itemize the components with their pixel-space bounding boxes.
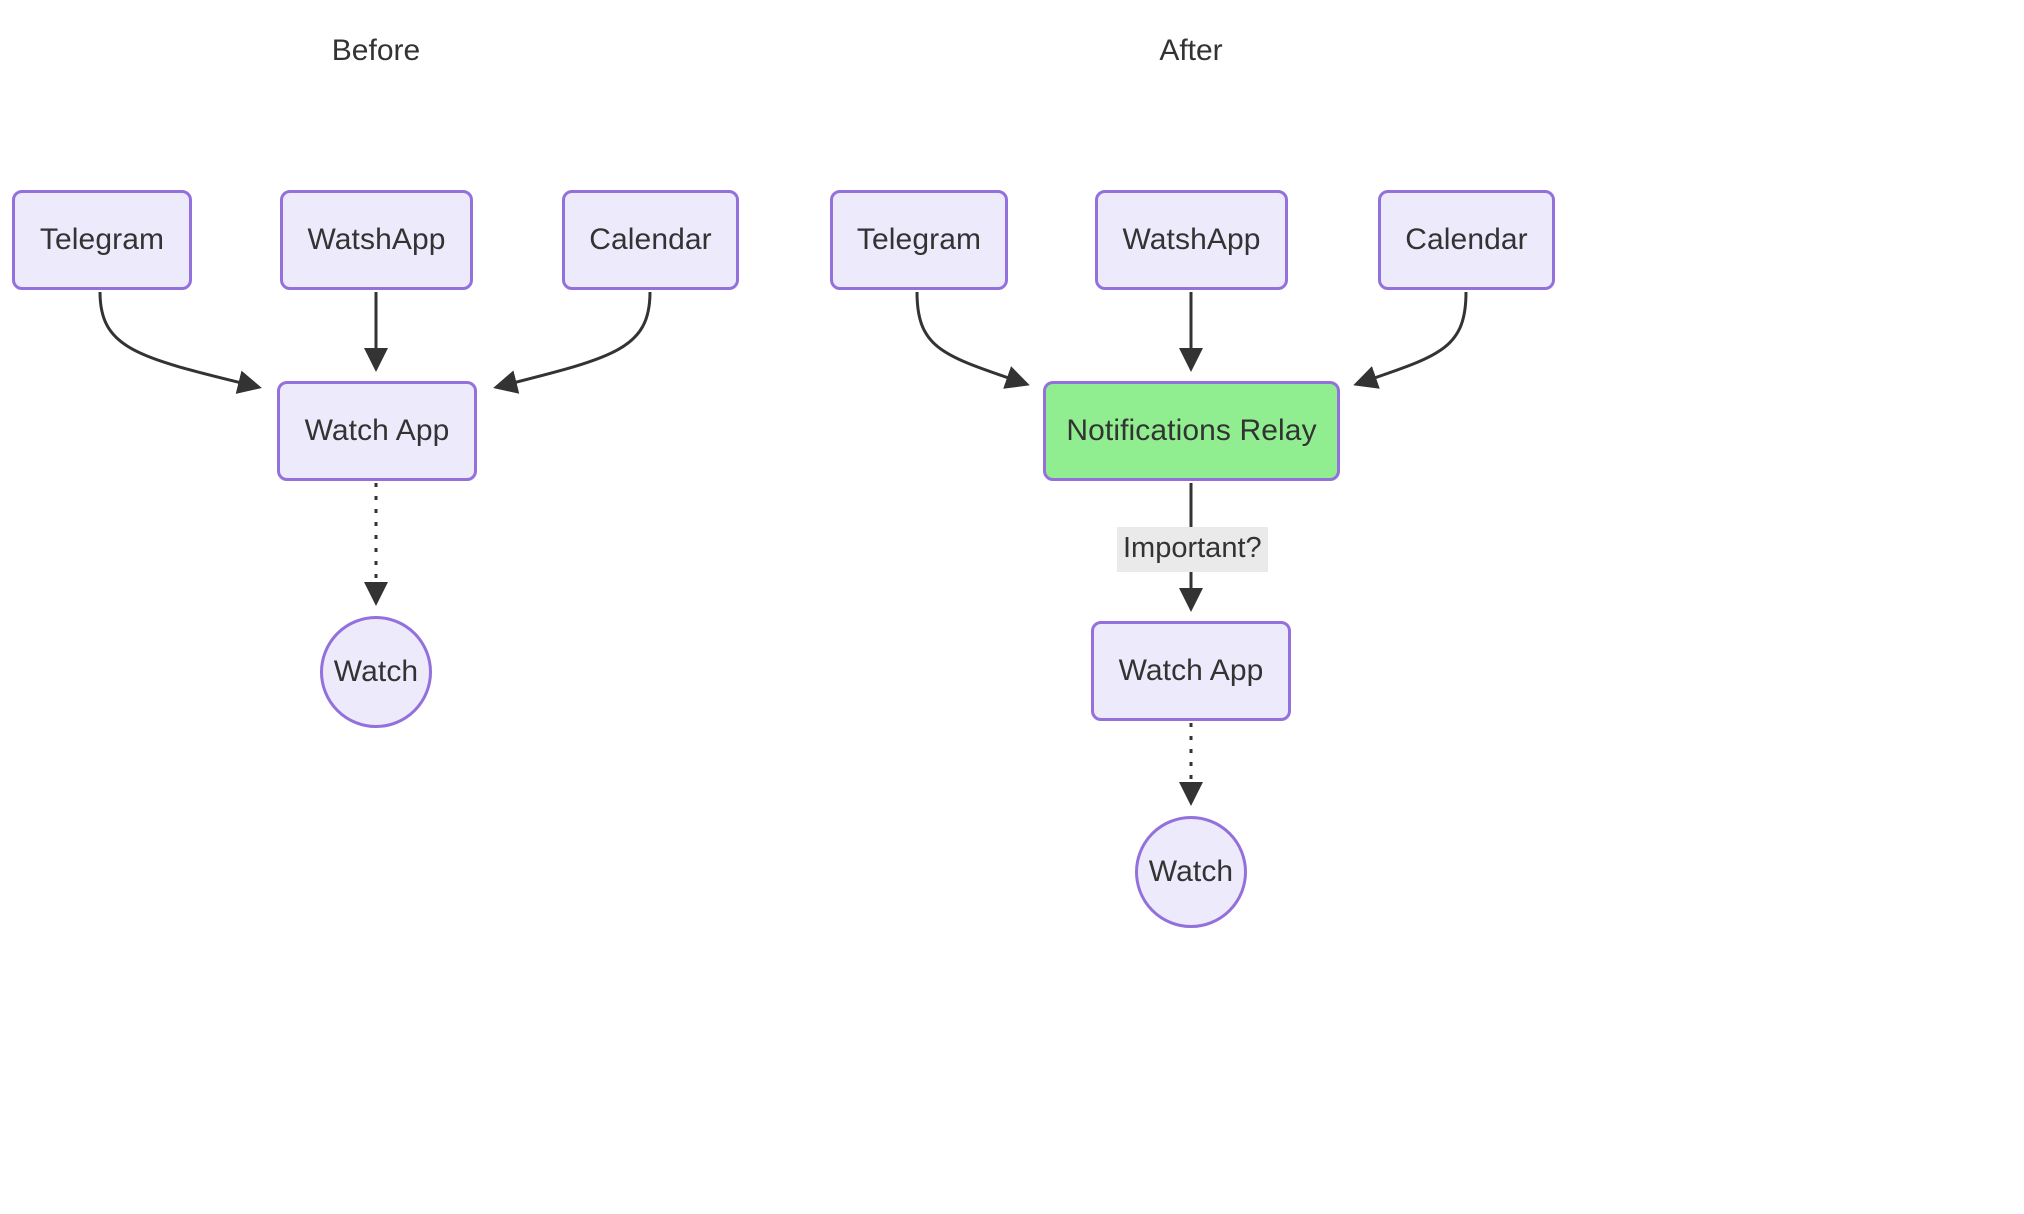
- edge-label-important: Important?: [1117, 527, 1268, 572]
- node-after-telegram[interactable]: Telegram: [830, 190, 1008, 290]
- edge-before-telegram-to-watchapp: [98, 291, 262, 394]
- edge-after-telegram-to-relay: [915, 291, 1030, 389]
- panel-title-after: After: [1159, 34, 1223, 67]
- node-after-watch[interactable]: Watch: [1135, 816, 1247, 928]
- edge-after-calendar-to-relay: [1353, 291, 1468, 389]
- node-before-watshapp[interactable]: WatshApp: [280, 190, 473, 290]
- node-before-telegram[interactable]: Telegram: [12, 190, 192, 290]
- node-before-calendar[interactable]: Calendar: [562, 190, 739, 290]
- panel-title-before: Before: [331, 34, 421, 67]
- node-before-watch[interactable]: Watch: [320, 616, 432, 728]
- node-after-notifications-relay[interactable]: Notifications Relay: [1043, 381, 1340, 481]
- edge-before-calendar-to-watchapp: [493, 291, 652, 394]
- node-before-watch-app[interactable]: Watch App: [277, 381, 477, 481]
- node-after-calendar[interactable]: Calendar: [1378, 190, 1555, 290]
- node-after-watch-app[interactable]: Watch App: [1091, 621, 1291, 721]
- node-after-watshapp[interactable]: WatshApp: [1095, 190, 1288, 290]
